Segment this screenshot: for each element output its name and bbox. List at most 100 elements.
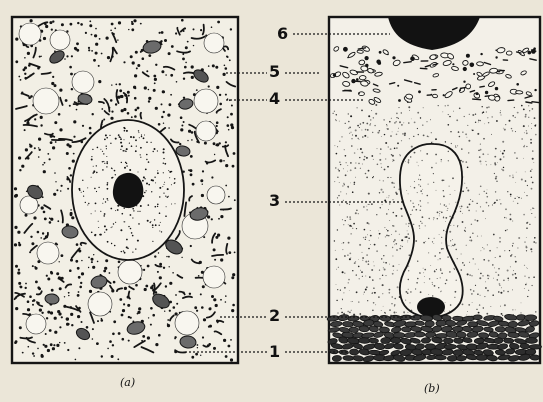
cytoplasm-granule — [158, 252, 159, 253]
stipple-dot — [533, 276, 535, 278]
cytoplasm-granule — [150, 307, 153, 310]
chromatin-dot — [112, 168, 113, 169]
stipple-dot — [343, 168, 344, 169]
stipple-dot — [362, 260, 363, 261]
stipple-dot — [379, 278, 380, 279]
cytoplasm-granule — [168, 52, 171, 55]
stipple-dot — [338, 267, 339, 268]
cytoplasm-granule — [92, 328, 94, 330]
body-dot — [438, 260, 439, 261]
stipple-dot — [373, 176, 374, 177]
stipple-dot — [364, 292, 365, 293]
cytoplasm-granule — [99, 38, 101, 40]
body-dot — [413, 224, 414, 225]
chromatin-dot — [105, 201, 106, 202]
cytoplasm-granule — [103, 270, 106, 273]
chromatin-dot — [93, 166, 94, 167]
stipple-dot — [518, 197, 519, 198]
cytoplasm-granule — [41, 355, 44, 358]
cytoplasm-granule — [123, 303, 125, 305]
cytoplasm-granule — [71, 88, 73, 90]
stipple-dot — [386, 128, 387, 129]
stipple-dot — [403, 123, 404, 124]
cytoplasm-granule — [71, 216, 74, 219]
stipple-dot — [335, 167, 336, 168]
basal-granule-scale — [393, 343, 403, 349]
stipple-dot — [375, 304, 376, 305]
body-dot — [418, 165, 419, 166]
body-dot — [422, 216, 424, 218]
cytoplasm-granule — [172, 272, 174, 274]
cytoplasm-granule — [58, 113, 61, 116]
panel-b-basal-granule — [417, 297, 445, 317]
stipple-dot — [392, 273, 394, 275]
cytoplasm-granule — [109, 272, 111, 274]
chromatin-dot — [167, 196, 169, 198]
cytoplasm-granule — [86, 326, 89, 329]
stipple-dot — [349, 258, 351, 260]
chromatin-dot — [100, 211, 101, 212]
cytoplasm-granule — [208, 85, 210, 87]
stipple-dot — [472, 302, 473, 303]
cytoplasm-granule — [182, 53, 184, 55]
body-dot — [434, 271, 436, 273]
body-dot — [445, 206, 446, 207]
cytoplasm-granule — [211, 295, 214, 298]
stipple-dot — [483, 248, 484, 249]
vacuole — [207, 186, 225, 204]
cytoplasm-granule — [200, 179, 203, 182]
stipple-dot — [394, 244, 395, 245]
stipple-dot — [477, 293, 479, 295]
mitochondrion-stroke — [45, 134, 53, 135]
cytoplasm-granule — [25, 287, 27, 289]
cytoplasm-granule — [189, 169, 192, 172]
stipple-dot — [497, 247, 498, 248]
stipple-dot — [339, 141, 340, 142]
stipple-dot — [523, 125, 525, 127]
stipple-dot — [524, 192, 525, 193]
cytoplasm-granule — [219, 94, 221, 96]
body-dot — [429, 278, 430, 279]
chromatin-dot — [107, 184, 109, 186]
stipple-dot — [401, 215, 403, 217]
cytoplasm-granule — [14, 243, 17, 246]
cytoplasm-granule — [147, 336, 150, 339]
stipple-dot — [512, 177, 514, 179]
granule — [365, 56, 369, 60]
body-dot — [430, 265, 431, 266]
stipple-dot — [363, 294, 364, 295]
stipple-dot — [499, 283, 501, 285]
stipple-dot — [525, 116, 527, 118]
body-dot — [447, 256, 448, 257]
body-dot — [405, 300, 406, 301]
granule — [418, 90, 421, 93]
stipple-dot — [422, 125, 423, 126]
cytoplasm-granule — [225, 185, 227, 187]
chromatin-dot — [146, 141, 148, 143]
cytoplasm-granule — [215, 304, 218, 307]
stipple-dot — [385, 142, 387, 144]
stipple-dot — [390, 135, 392, 137]
granule — [531, 49, 536, 54]
body-dot — [410, 200, 411, 201]
chromatin-dot — [159, 196, 160, 197]
cytoplasm-granule — [161, 70, 164, 73]
cytoplasm-granule — [228, 251, 231, 254]
cytoplasm-granule — [20, 79, 22, 81]
chromatin-dot — [164, 182, 165, 183]
cytoplasm-granule — [107, 56, 110, 59]
cytoplasm-granule — [68, 295, 69, 296]
cytoplasm-granule — [190, 245, 192, 247]
cytoplasm-granule — [91, 34, 93, 36]
cytoplasm-granule — [77, 267, 80, 270]
cytoplasm-granule — [66, 152, 69, 155]
stipple-dot — [383, 262, 384, 263]
stipple-dot — [368, 170, 370, 172]
stipple-dot — [399, 234, 400, 235]
body-dot — [420, 291, 422, 293]
body-dot — [417, 192, 418, 193]
stipple-dot — [350, 132, 351, 133]
chromatin-dot — [159, 225, 160, 226]
chromatin-dot — [123, 150, 125, 152]
